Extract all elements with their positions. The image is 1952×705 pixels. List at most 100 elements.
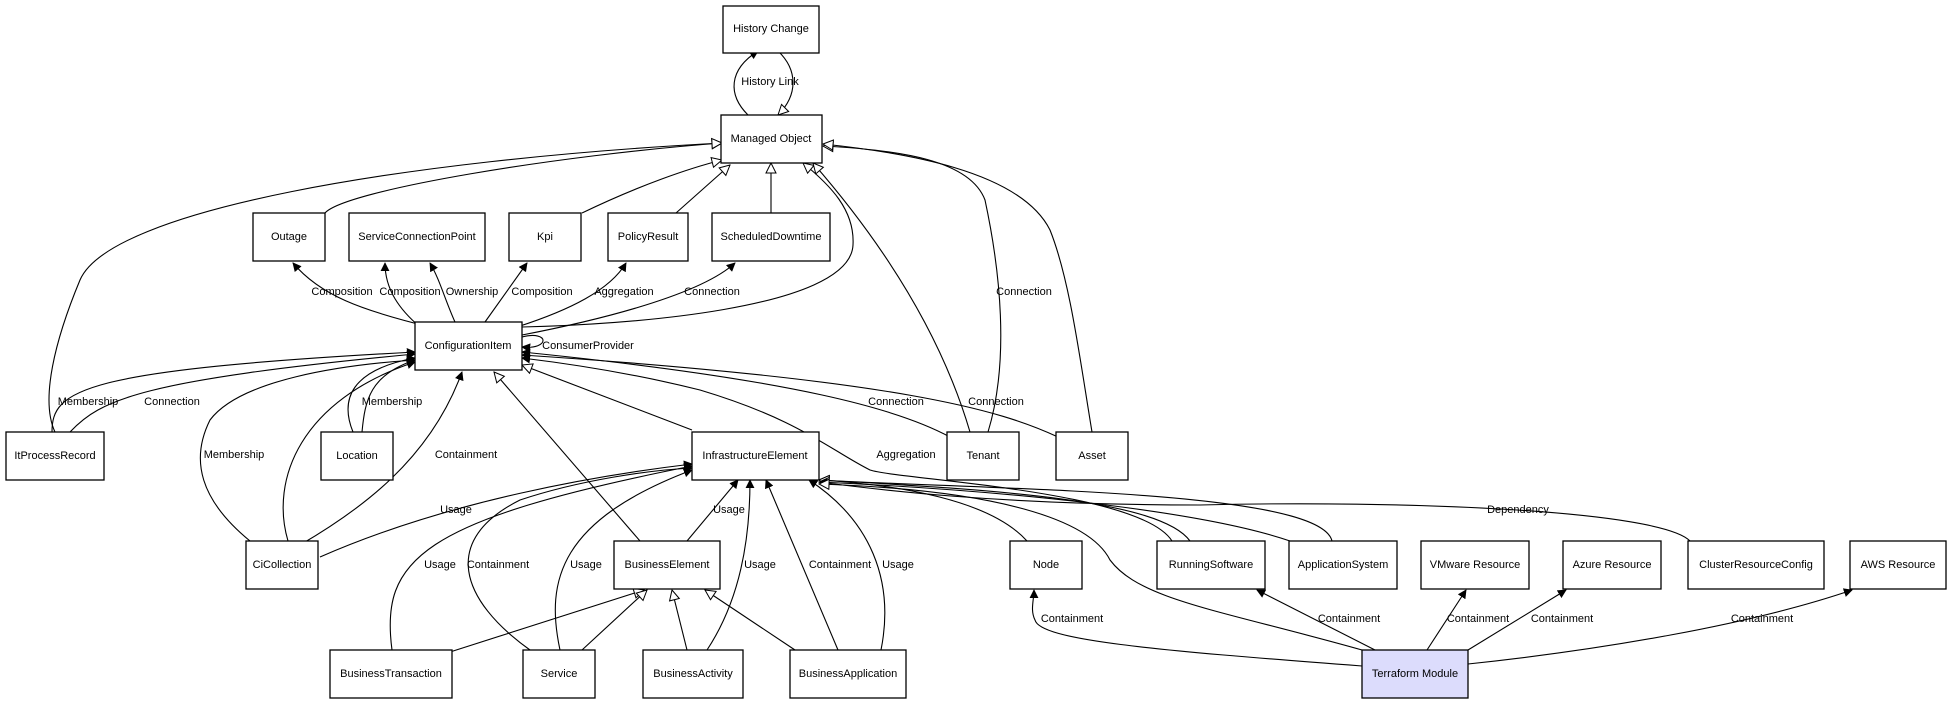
- edge-terraform-infra: [819, 484, 1363, 651]
- svg-text:Kpi: Kpi: [537, 231, 553, 243]
- edge-label-bapp-containment: Containment: [809, 559, 871, 571]
- edge-businessapplication-infra-containment: [765, 479, 839, 651]
- node-running-software[interactable]: RunningSoftware: [1156, 540, 1266, 590]
- svg-text:History Change: History Change: [733, 23, 809, 35]
- svg-text:Asset: Asset: [1078, 450, 1106, 462]
- node-asset[interactable]: Asset: [1055, 431, 1129, 481]
- edge-label-cicol-membership: Membership: [204, 449, 265, 461]
- edge-infra-ci: [522, 365, 693, 431]
- edge-label-cluster-dependency: Dependency: [1487, 504, 1549, 516]
- edge-label-cicol-usage: Usage: [440, 504, 472, 516]
- node-kpi[interactable]: Kpi: [508, 212, 582, 262]
- edge-label-ci-outage: Composition: [311, 286, 372, 298]
- node-business-element[interactable]: BusinessElement: [613, 540, 721, 590]
- node-terraform-module[interactable]: Terraform Module: [1361, 649, 1469, 699]
- edge-label-ci-scp-composition: Composition: [379, 286, 440, 298]
- edge-businesstransaction-be: [449, 590, 644, 653]
- edge-terraform-vmware: [1426, 589, 1467, 651]
- node-business-application[interactable]: BusinessApplication: [789, 649, 907, 699]
- edge-applicationsystem-infra: [819, 480, 1333, 542]
- node-business-activity[interactable]: BusinessActivity: [642, 649, 744, 699]
- svg-text:CiCollection: CiCollection: [253, 559, 312, 571]
- svg-text:ItProcessRecord: ItProcessRecord: [14, 450, 95, 462]
- edge-label-ba-usage: Usage: [744, 559, 776, 571]
- edge-label-ci-policy: Aggregation: [594, 286, 653, 298]
- node-service[interactable]: Service: [522, 649, 596, 699]
- svg-text:ApplicationSystem: ApplicationSystem: [1298, 559, 1389, 571]
- edge-label-svc-containment: Containment: [467, 559, 529, 571]
- edge-label-tf-runsw: Containment: [1318, 613, 1380, 625]
- edge-location-ci: [347, 355, 416, 433]
- edge-clusterresourceconfig-infra: [818, 478, 1691, 542]
- svg-text:AWS Resource: AWS Resource: [1861, 559, 1936, 571]
- node-scheduled-downtime[interactable]: ScheduledDowntime: [711, 212, 831, 262]
- edge-ci-outage: [292, 262, 431, 328]
- edge-cicollection-ci-other: [282, 360, 416, 542]
- edge-service-be: [581, 590, 647, 651]
- node-outage[interactable]: Outage: [252, 212, 326, 262]
- edge-ci-managedobject: [521, 163, 854, 328]
- edge-itprocess-ci-connection: [69, 350, 416, 433]
- edge-businessapplication-infra-usage: [808, 479, 886, 651]
- edge-label-itp-membership: Membership: [58, 396, 119, 408]
- node-itprocess-record[interactable]: ItProcessRecord: [5, 431, 105, 481]
- edge-cicollection-ci-membership: [199, 356, 416, 542]
- edge-businesselement-infra: [686, 479, 739, 542]
- svg-text:VMware Resource: VMware Resource: [1430, 559, 1520, 571]
- edge-policy-managedobject: [675, 165, 730, 214]
- edge-ci-self: [521, 335, 544, 353]
- svg-text:Location: Location: [336, 450, 378, 462]
- edge-terraform-node: [1029, 589, 1363, 667]
- edge-label-cicol-containment: Containment: [435, 449, 497, 461]
- node-service-connection-point[interactable]: ServiceConnectionPoint: [348, 212, 486, 262]
- node-managed-object[interactable]: Managed Object: [720, 114, 823, 164]
- node-tenant[interactable]: Tenant: [946, 431, 1020, 481]
- edge-businessapplication-be: [705, 590, 796, 651]
- edge-label-runsw-aggregation: Aggregation: [876, 449, 935, 461]
- svg-text:Outage: Outage: [271, 231, 307, 243]
- edge-terraform-runningsoftware: [1256, 589, 1376, 651]
- node-application-system[interactable]: ApplicationSystem: [1288, 540, 1398, 590]
- node-aws-resource[interactable]: AWS Resource: [1849, 540, 1947, 590]
- edge-service-infra-usage: [554, 468, 693, 651]
- svg-text:ServiceConnectionPoint: ServiceConnectionPoint: [358, 231, 475, 243]
- edge-businesstransaction-infra: [389, 463, 693, 651]
- svg-text:ScheduledDowntime: ScheduledDowntime: [721, 231, 822, 243]
- svg-text:Service: Service: [541, 668, 578, 680]
- svg-text:InfrastructureElement: InfrastructureElement: [702, 450, 807, 462]
- node-cluster-resource-config[interactable]: ClusterResourceConfig: [1687, 540, 1825, 590]
- edge-node-infra: [819, 480, 1028, 542]
- svg-text:BusinessElement: BusinessElement: [625, 559, 710, 571]
- edge-label-asset-ci: Connection: [968, 396, 1024, 408]
- edge-label-tenant-ci: Connection: [868, 396, 924, 408]
- edge-service-infra-containment: [467, 463, 693, 651]
- node-node[interactable]: Node: [1009, 540, 1083, 590]
- edge-terraform-azure: [1467, 589, 1567, 651]
- edge-businessactivity-be: [672, 590, 688, 651]
- edge-runningsoftware-infra: [819, 480, 1191, 542]
- svg-text:Tenant: Tenant: [966, 450, 999, 462]
- node-infrastructure-element[interactable]: InfrastructureElement: [691, 431, 820, 481]
- edge-ci-scp-ownership: [429, 262, 456, 323]
- node-azure-resource[interactable]: Azure Resource: [1562, 540, 1662, 590]
- edge-label-tf-vmware: Containment: [1447, 613, 1509, 625]
- edge-label-ci-scp-ownership: Ownership: [446, 286, 499, 298]
- svg-text:BusinessActivity: BusinessActivity: [653, 668, 733, 680]
- node-business-transaction[interactable]: BusinessTransaction: [329, 649, 453, 699]
- edge-label-tenant-mo: Connection: [996, 286, 1052, 298]
- node-vmware-resource[interactable]: VMware Resource: [1420, 540, 1530, 590]
- edge-asset-managedobject: [823, 144, 1093, 433]
- edge-label-ci-downtime: Connection: [684, 286, 740, 298]
- edge-label-svc-usage: Usage: [570, 559, 602, 571]
- node-history-change[interactable]: History Change: [722, 5, 820, 54]
- node-ci-collection[interactable]: CiCollection: [245, 540, 319, 590]
- edge-label-ci-self: ConsumerProvider: [542, 340, 634, 352]
- node-location[interactable]: Location: [320, 431, 394, 481]
- svg-text:Managed Object: Managed Object: [731, 133, 812, 145]
- edge-kpi-managedobject: [581, 160, 722, 214]
- edge-businesselement-ci: [494, 372, 641, 542]
- edge-ci-downtime: [521, 262, 736, 336]
- svg-text:Azure Resource: Azure Resource: [1573, 559, 1652, 571]
- node-policy-result[interactable]: PolicyResult: [607, 212, 689, 262]
- node-configuration-item[interactable]: ConfigurationItem: [414, 321, 523, 371]
